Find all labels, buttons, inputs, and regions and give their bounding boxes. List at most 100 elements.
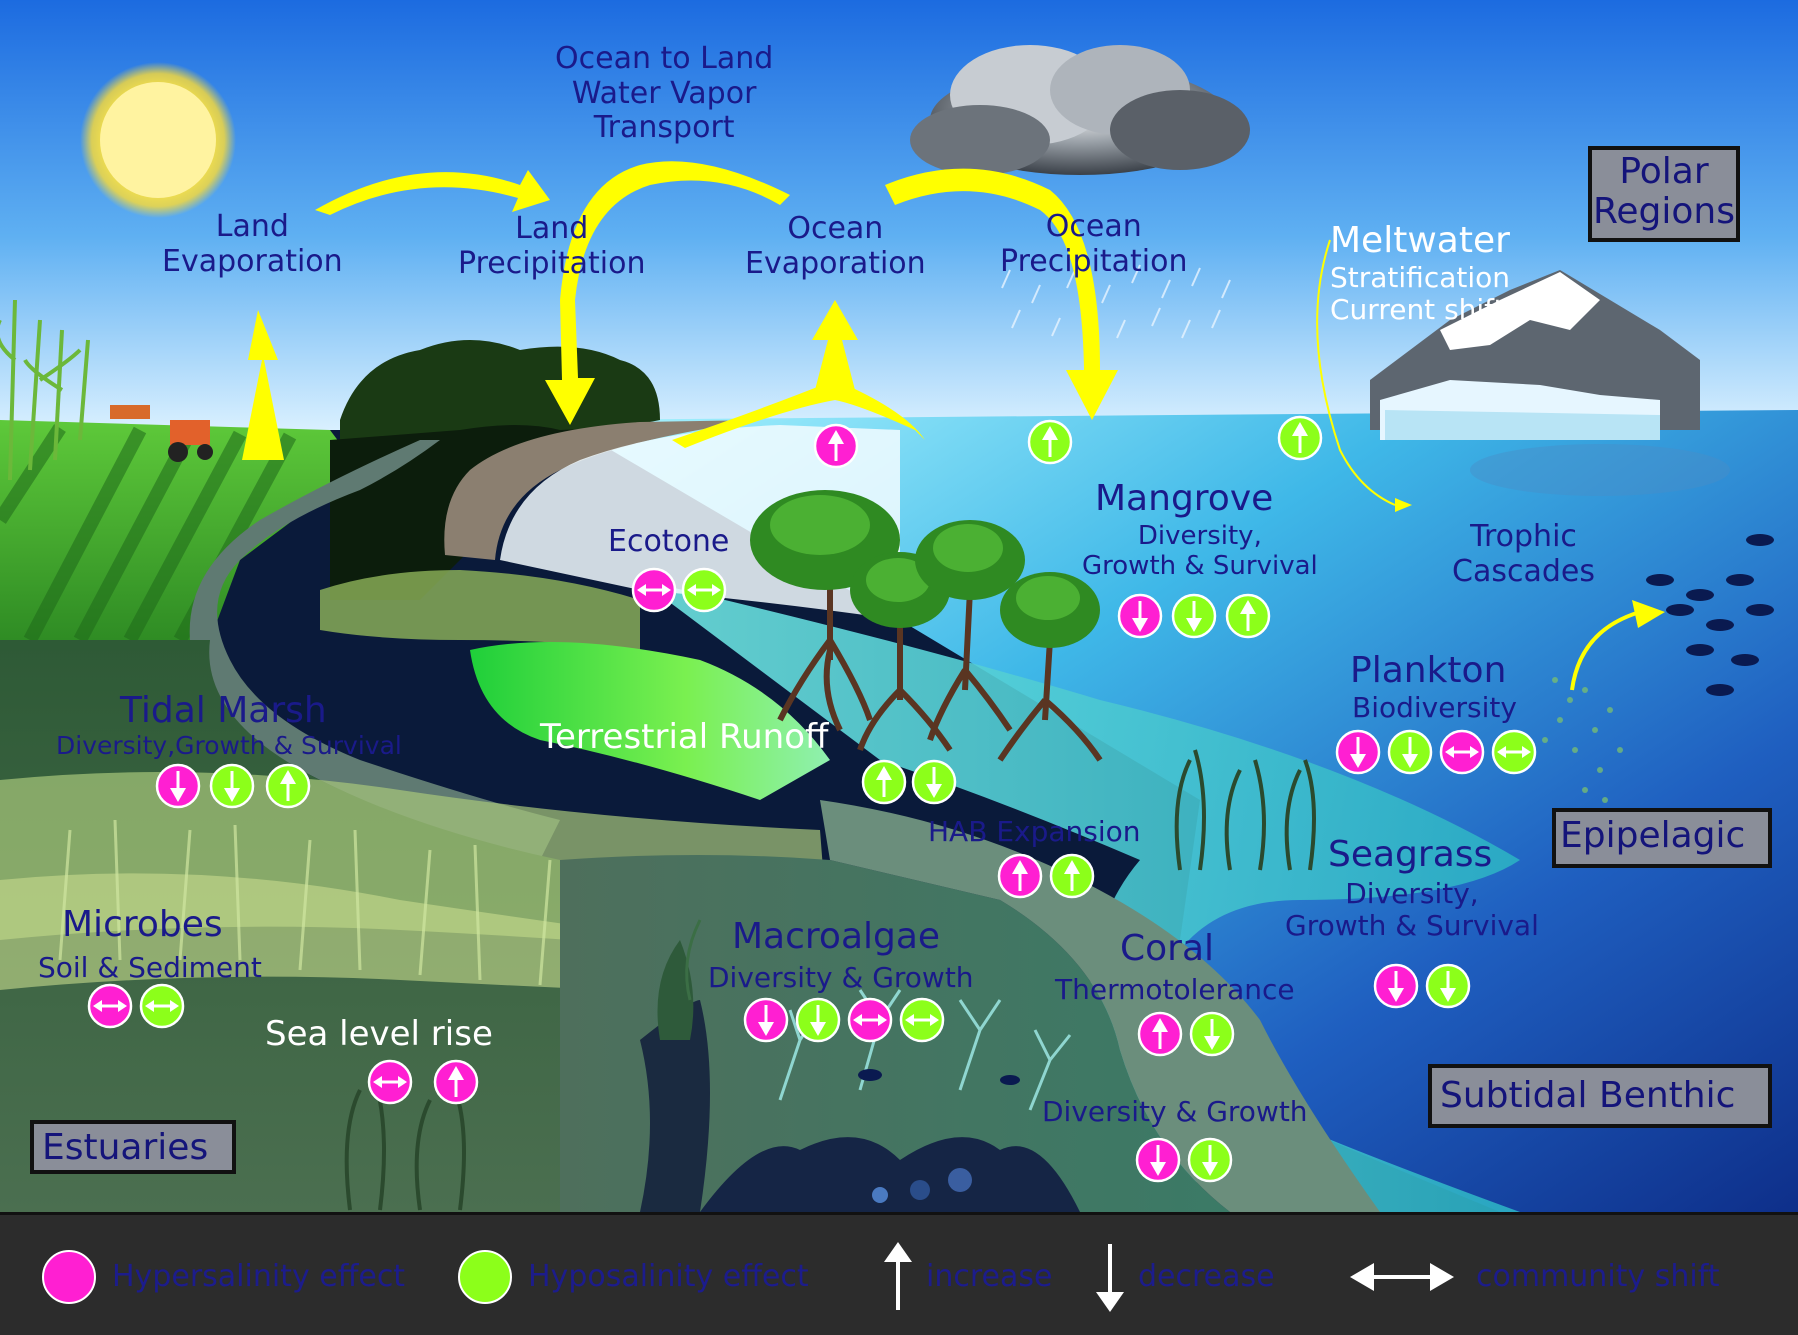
indicator-microbes-1 xyxy=(87,983,133,1029)
double-arrow-right xyxy=(118,1000,127,1012)
hypersalinity-swatch xyxy=(42,1249,96,1304)
double-arrow-left xyxy=(1497,746,1506,758)
double-arrow-left xyxy=(373,1076,382,1088)
epipelagic-box: Epipelagic xyxy=(1552,808,1772,868)
tidal-marsh-sub-label: Diversity,Growth & Survival xyxy=(56,731,402,760)
indicator-hab-1 xyxy=(997,853,1043,899)
indicator-meltwater xyxy=(1277,415,1323,461)
double-arrow-left xyxy=(905,1014,914,1026)
arrow-down-head xyxy=(1388,988,1404,1002)
tidal-marsh-label: Tidal Marsh xyxy=(120,690,327,731)
field-rows xyxy=(0,424,297,644)
indicator-tidal-2 xyxy=(209,763,255,809)
terrestrial-runoff-label: Terrestrial Runoff xyxy=(540,717,829,757)
coral-diversity-label: Diversity & Growth xyxy=(1042,1095,1308,1128)
indicator-plankton-4 xyxy=(1491,729,1537,775)
land-precip-arrow xyxy=(315,170,550,215)
arrow-down-head xyxy=(1350,754,1366,768)
double-arrow-right xyxy=(170,1000,179,1012)
arrow-down-head xyxy=(758,1022,774,1036)
water-cycle-arrows xyxy=(242,161,1118,460)
double-arrow-icon xyxy=(1350,1262,1454,1291)
trophic-arrow xyxy=(1570,610,1641,691)
indicator-plankton-3 xyxy=(1439,729,1485,775)
hyposalinity-swatch xyxy=(458,1249,512,1304)
arrow-down-head xyxy=(1132,618,1148,632)
beach xyxy=(444,420,760,560)
indicator-macro-4 xyxy=(899,997,945,1043)
indicator-macro-1 xyxy=(743,997,789,1043)
mangrove-label: Mangrove xyxy=(1095,478,1274,519)
arrow-up-head xyxy=(876,766,892,780)
legend-increase: increase xyxy=(880,1215,1052,1335)
legend-hypersalinity: Hypersalinity effect xyxy=(42,1215,405,1335)
indicator-plankton-2 xyxy=(1387,729,1433,775)
mangrove-trees xyxy=(750,490,1103,762)
plankton-sub-label: Biodiversity xyxy=(1352,691,1517,724)
indicator-hab-2 xyxy=(1049,853,1095,899)
arrow-up-head xyxy=(1240,600,1256,614)
indicator-seagrass-1 xyxy=(1373,963,1419,1009)
indicator-sealevel-1 xyxy=(367,1059,413,1105)
ocean-to-land-arrow xyxy=(545,161,790,425)
arrow-down-head xyxy=(1150,1162,1166,1176)
meltwater-arrow xyxy=(1316,239,1396,506)
double-arrow-left xyxy=(853,1014,862,1026)
double-arrow-right xyxy=(398,1076,407,1088)
indicator-coral-1 xyxy=(1137,1011,1183,1057)
polar-iceberg xyxy=(1370,270,1730,496)
arrow-down-head xyxy=(810,1022,826,1036)
salinity-indicators xyxy=(87,415,1537,1183)
indicator-coraldiv-1 xyxy=(1135,1137,1181,1183)
arrow-up-head xyxy=(1042,426,1058,440)
seagrass-sub-label: Diversity,Growth & Survival xyxy=(1285,877,1539,943)
ecotone-label: Ecotone xyxy=(608,524,730,559)
double-arrow-left xyxy=(93,1000,102,1012)
mangrove-sub-label: Diversity,Growth & Survival xyxy=(1082,521,1318,581)
double-arrow-left xyxy=(145,1000,154,1012)
indicator-mangrove-3 xyxy=(1225,593,1271,639)
indicator-mangrove-2 xyxy=(1171,593,1217,639)
indicator-ocean-evap xyxy=(813,423,859,469)
double-arrow-right xyxy=(930,1014,939,1026)
double-arrow-right xyxy=(662,584,671,596)
river xyxy=(189,440,560,860)
macroalgae-label: Macroalgae xyxy=(732,916,941,957)
coral-label: Coral xyxy=(1120,928,1215,969)
indicator-macro-3 xyxy=(847,997,893,1043)
indicator-plankton-1 xyxy=(1335,729,1381,775)
land-evap-arrow xyxy=(242,310,284,460)
double-arrow-right xyxy=(878,1014,887,1026)
indicator-tidal-3 xyxy=(265,763,311,809)
macroalgae-sub-label: Diversity & Growth xyxy=(708,961,974,994)
legend-community-shift: community shift xyxy=(1350,1215,1720,1335)
arrow-down-head xyxy=(1202,1162,1218,1176)
arrow-up-head xyxy=(1152,1018,1168,1032)
legend: Hypersalinity effect Hyposalinity effect… xyxy=(0,1212,1798,1335)
double-arrow-left xyxy=(637,584,646,596)
fish-school xyxy=(858,534,1774,1085)
indicator-tidal-1 xyxy=(155,763,201,809)
arrow-up-head xyxy=(828,430,844,444)
corn-plants xyxy=(0,299,90,481)
indicator-ocean-precip xyxy=(1027,419,1073,465)
estuaries-box: Estuaries xyxy=(30,1120,236,1174)
tractor xyxy=(110,405,213,462)
indicator-mangrove-1 xyxy=(1117,593,1163,639)
indicator-ecotone-2 xyxy=(681,567,727,613)
arrow-down-head xyxy=(1402,754,1418,768)
microbes-sub-label: Soil & Sediment xyxy=(38,951,262,984)
seagrass-label: Seagrass xyxy=(1328,834,1493,875)
double-arrow-right xyxy=(712,584,721,596)
arrow-up-head xyxy=(448,1066,464,1080)
up-arrow-icon xyxy=(884,1241,912,1310)
plankton-label: Plankton xyxy=(1350,650,1507,691)
